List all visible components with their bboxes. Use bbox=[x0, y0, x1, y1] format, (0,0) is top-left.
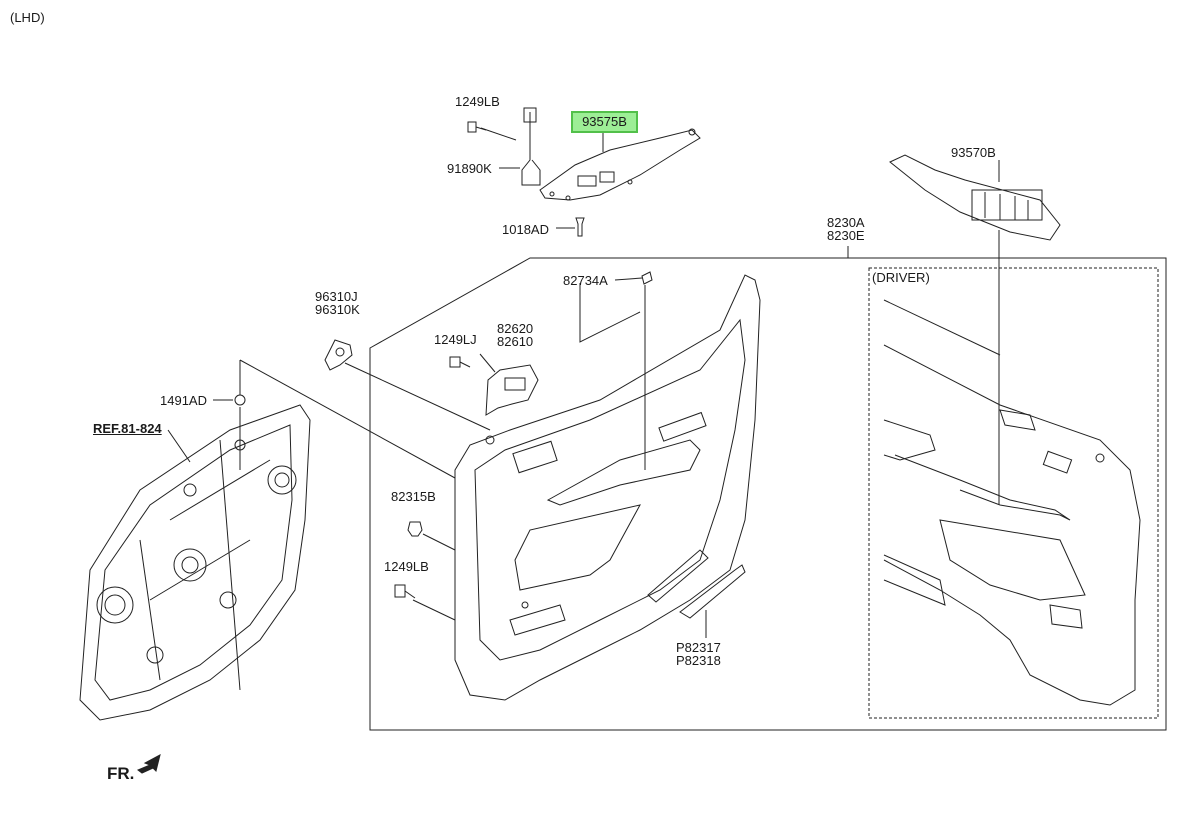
part-label-1249lb-top[interactable]: 1249LB bbox=[455, 94, 500, 109]
front-direction-label: FR. bbox=[107, 764, 135, 783]
part-label-1249lb-bottom[interactable]: 1249LB bbox=[384, 559, 429, 574]
part-label-82734a[interactable]: 82734A bbox=[563, 273, 608, 288]
part-label-8230a-8230e[interactable]: 8230A 8230E bbox=[827, 216, 865, 242]
inside-handle-82620 bbox=[485, 364, 539, 416]
part-96310k-text: 96310K bbox=[315, 302, 360, 317]
assembly-frame bbox=[369, 257, 1167, 731]
part-label-82315b[interactable]: 82315B bbox=[391, 489, 436, 504]
part-label-96310j-96310k[interactable]: 96310J 96310K bbox=[315, 290, 360, 316]
driver-inset-label: (DRIVER) bbox=[872, 270, 930, 285]
wiring-91890k bbox=[521, 112, 541, 186]
part-82610-text: 82610 bbox=[497, 334, 534, 349]
driver-inset-frame bbox=[868, 267, 1159, 719]
speaker-bracket-96310j bbox=[324, 339, 353, 371]
part-96310j-text: 96310J bbox=[315, 289, 358, 304]
master-window-switch-93570b bbox=[889, 154, 1061, 241]
part-label-82620-82610[interactable]: 82620 82610 bbox=[497, 322, 533, 348]
highlighted-part-text: 93575B bbox=[582, 114, 627, 129]
part-label-1018ad[interactable]: 1018AD bbox=[502, 222, 549, 237]
armrest-trim-p82317 bbox=[679, 564, 746, 619]
part-p82317-text: P82317 bbox=[676, 640, 721, 655]
part-label-93575b[interactable]: 93575B bbox=[571, 111, 638, 133]
reference-label-81-824[interactable]: REF.81-824 bbox=[93, 421, 162, 436]
front-direction-arrow-icon bbox=[137, 754, 161, 774]
part-label-93570b[interactable]: 93570B bbox=[951, 145, 996, 160]
part-label-p82317-p82318[interactable]: P82317 P82318 bbox=[676, 641, 721, 667]
part-label-1249lj[interactable]: 1249LJ bbox=[434, 332, 477, 347]
part-8230e-text: 8230E bbox=[827, 228, 865, 243]
part-label-1491ad[interactable]: 1491AD bbox=[160, 393, 207, 408]
part-label-91890k[interactable]: 91890K bbox=[447, 161, 492, 176]
driver-trim-panel bbox=[883, 344, 1141, 706]
part-8230a-text: 8230A bbox=[827, 215, 865, 230]
part-82620-text: 82620 bbox=[497, 321, 534, 336]
door-trim-panel bbox=[454, 274, 761, 701]
part-p82318-text: P82318 bbox=[676, 653, 721, 668]
window-switch-bezel-93575b bbox=[539, 129, 701, 201]
door-inner-module bbox=[79, 404, 311, 721]
variant-label: (LHD) bbox=[10, 10, 45, 25]
